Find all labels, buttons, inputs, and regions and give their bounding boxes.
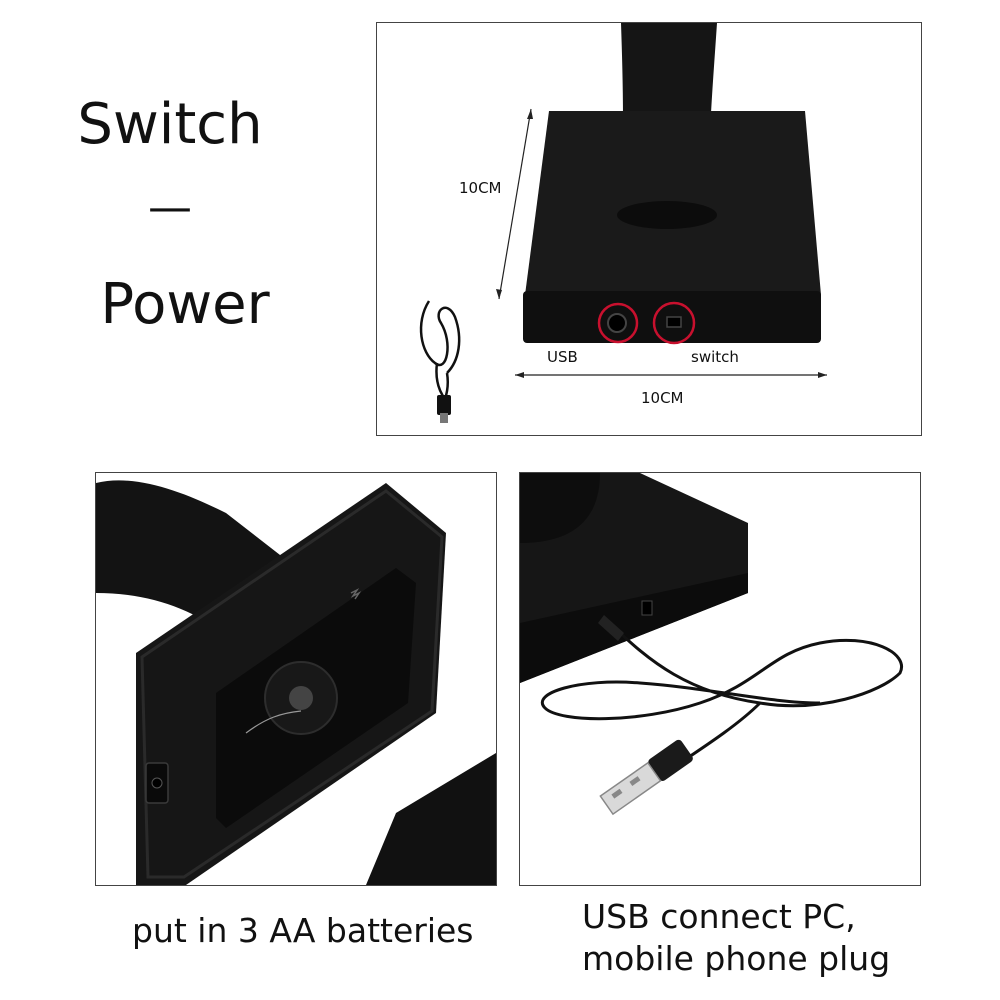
switch-slot	[666, 316, 682, 328]
base-dimensions-illustration	[419, 23, 827, 423]
disc-center	[289, 686, 313, 710]
heading-power: Power	[100, 272, 270, 337]
usb-plug	[599, 739, 693, 816]
usb-cable-coil	[419, 300, 461, 400]
heading-dash: —	[148, 182, 192, 233]
usb-label: USB	[547, 348, 578, 366]
caption-usb-line1: USB connect PC,	[582, 897, 856, 936]
height-dimension-arrow	[498, 108, 532, 300]
lamp-neck	[520, 473, 600, 543]
switch-slot	[641, 600, 653, 616]
battery-compartment-illustration	[96, 480, 496, 885]
usb-connection-photo	[519, 472, 921, 886]
usb-cable-plug-tip	[440, 413, 448, 423]
caption-usb-line2: mobile phone plug	[582, 939, 891, 978]
usb-highlight-circle	[597, 302, 639, 344]
heading-switch: Switch	[77, 92, 263, 157]
base-dimensions-photo: 10CM 10CM USB switch	[376, 22, 922, 436]
caption-batteries: put in 3 AA batteries	[132, 911, 474, 950]
height-label: 10CM	[459, 179, 502, 197]
switch-highlight-circle	[652, 301, 696, 345]
usb-connection-illustration	[520, 473, 904, 816]
cable-connector	[598, 615, 624, 641]
usb-port	[607, 313, 627, 333]
width-label: 10CM	[641, 389, 684, 407]
usb-cable-plug-body	[437, 395, 451, 415]
wire	[245, 710, 302, 734]
battery-compartment-photo	[95, 472, 497, 886]
switch-label: switch	[691, 348, 739, 366]
